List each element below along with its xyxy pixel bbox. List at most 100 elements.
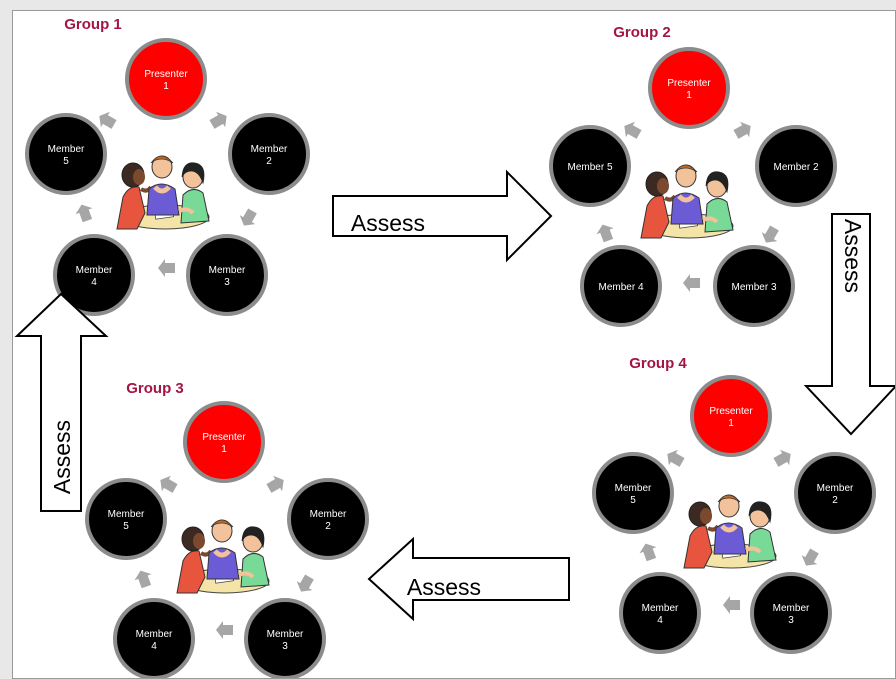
member-number: 2 [325,521,331,532]
member-number: 5 [123,521,129,532]
member-label: Member [615,483,652,494]
presenter-circle [183,401,265,483]
presenter-label: Presenter [202,432,246,443]
presenter-label: Presenter [144,69,188,80]
member-label: Member [817,483,854,494]
presenter-circle [648,47,730,129]
rotation-arrow-icon [662,446,687,471]
rotation-arrow-icon [132,567,155,590]
rotation-arrow-icon [798,546,823,571]
rotation-arrow-icon [293,572,318,597]
presenter-number: 1 [221,444,227,455]
group-title: Group 1 [64,16,122,33]
member-number: 4 [657,615,663,626]
presenter-circle [690,375,772,457]
member-label: Member [136,629,173,640]
assessment-rotation-diagram: Group 1Presenter1Member2Member3Member4Me… [14,16,895,678]
member-label: Member [108,509,145,520]
group-title: Group 3 [126,380,184,397]
rotation-arrow-icon [723,596,740,614]
member-node: Member 5 [549,125,631,207]
member-label: Member [773,603,810,614]
groups-layer: Group 1Presenter1Member2Member3Member4Me… [25,16,876,678]
assess-label: Assess [49,420,75,494]
rotation-arrow-icon [594,221,617,244]
member-label: Member [267,629,304,640]
assess-label: Assess [407,574,481,600]
three-people-at-table-icon [641,165,733,238]
member-circle [228,113,310,195]
member-number: 3 [224,277,230,288]
member-circle [794,452,876,534]
block-arrow-icon [332,169,553,263]
member-circle [287,478,369,560]
assess-label: Assess [351,210,425,236]
member-label: Member [48,144,85,155]
rotation-arrow-icon [155,472,180,497]
member-number: 5 [63,156,69,167]
rotation-arrow-icon [216,621,233,639]
member-label: Member 3 [731,282,776,293]
member-node: Member 2 [755,125,837,207]
member-label: Member 2 [773,162,818,173]
group-3: Group 3Presenter1Member2Member3Member4Me… [85,380,369,678]
presenter-label: Presenter [709,406,753,417]
block-arrow-icon [367,536,570,622]
presenter-circle [125,38,207,120]
member-number: 5 [630,495,636,506]
member-circle [53,234,135,316]
member-label: Member [251,144,288,155]
member-label: Member 4 [598,282,643,293]
member-circle [113,598,195,678]
presenter-label: Presenter [667,78,711,89]
rotation-arrow-icon [94,108,119,133]
member-circle [244,598,326,678]
rotation-arrow-icon [207,108,232,133]
group-1: Group 1Presenter1Member2Member3Member4Me… [25,16,310,316]
member-number: 3 [282,641,288,652]
group-4: Group 4Presenter1Member2Member3Member4Me… [592,355,876,654]
member-circle [580,245,662,327]
member-circle [619,572,701,654]
three-people-at-table-icon [177,520,269,593]
rotation-arrow-icon [158,259,175,277]
member-label: Member [642,603,679,614]
member-circle [592,452,674,534]
member-number: 2 [832,495,838,506]
member-node: Member 4 [580,245,662,327]
rotation-arrow-icon [758,223,783,248]
rotation-arrow-icon [236,206,261,231]
member-label: Member 5 [567,162,612,173]
member-circle [186,234,268,316]
three-people-at-table-icon [117,156,209,229]
rotation-arrow-icon [683,274,700,292]
member-circle [750,572,832,654]
rotation-arrow-icon [637,540,660,563]
member-label: Member [209,265,246,276]
group-title: Group 2 [613,24,671,41]
member-circle [25,113,107,195]
rotation-arrow-icon [264,472,289,497]
rotation-arrow-icon [731,118,756,143]
group-title: Group 4 [629,355,687,372]
block-arrow-icon [14,292,109,512]
member-node: Member 3 [713,245,795,327]
member-circle [755,125,837,207]
